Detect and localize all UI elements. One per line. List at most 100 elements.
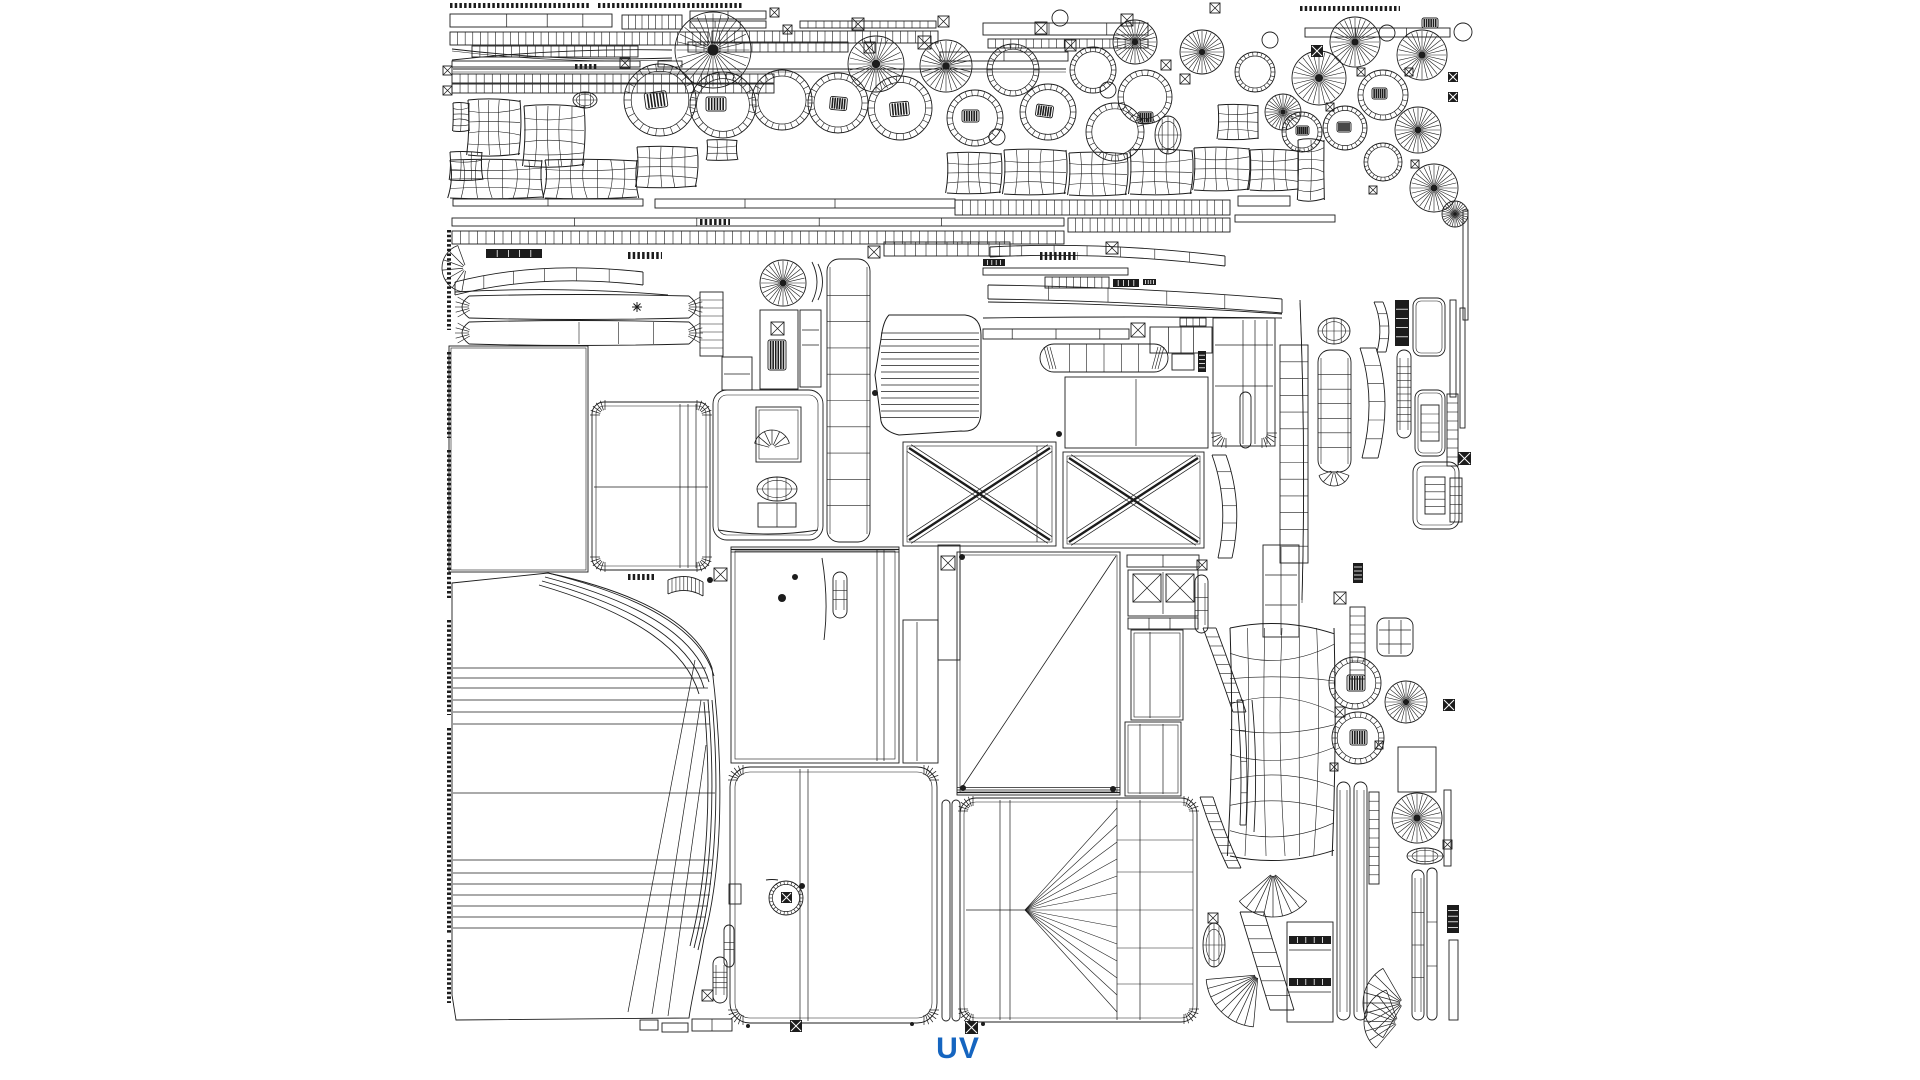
island-xbox bbox=[1448, 72, 1458, 82]
island-fanblob bbox=[1349, 729, 1368, 746]
island-panel bbox=[902, 619, 939, 764]
island-fanblob bbox=[1336, 121, 1352, 133]
island-wheel bbox=[1264, 93, 1302, 131]
island-wheel bbox=[1394, 106, 1442, 154]
island-bar bbox=[1443, 789, 1452, 867]
island-tread bbox=[1322, 105, 1368, 151]
island-band bbox=[1359, 347, 1386, 459]
island-xbox bbox=[1209, 2, 1221, 14]
island-vcapsule bbox=[941, 799, 951, 1022]
island-dbar bbox=[1353, 563, 1363, 583]
island-arc bbox=[987, 301, 1283, 315]
island-panel bbox=[721, 356, 753, 391]
island-dbar bbox=[1289, 978, 1331, 986]
island-wheel bbox=[759, 259, 807, 307]
island-hladder bbox=[451, 83, 775, 94]
island-mesh bbox=[945, 151, 1003, 195]
island-panel bbox=[1286, 921, 1334, 1023]
island-band bbox=[454, 267, 644, 296]
island-tread bbox=[1357, 69, 1409, 121]
island-vcapsule bbox=[1239, 391, 1252, 449]
island-wheel bbox=[919, 39, 973, 93]
island-blobgrid bbox=[572, 91, 598, 109]
island-arc bbox=[1251, 699, 1257, 833]
island-vcapsule bbox=[1353, 781, 1368, 1021]
island-xbox bbox=[1329, 762, 1339, 772]
island-xbox bbox=[1442, 839, 1453, 850]
island-xbox bbox=[701, 989, 714, 1002]
island-bar bbox=[728, 883, 742, 905]
island-capsule bbox=[1039, 343, 1169, 373]
island-vladder bbox=[1349, 606, 1366, 680]
island-tread bbox=[623, 63, 697, 137]
island-bar bbox=[451, 60, 641, 68]
island-bar bbox=[982, 267, 1129, 276]
island-vcapsule bbox=[1336, 781, 1351, 1021]
island-dbar bbox=[1143, 279, 1156, 285]
island-circle bbox=[1261, 31, 1279, 49]
island-arc bbox=[451, 48, 673, 62]
island-fanblob bbox=[829, 96, 848, 111]
island-xpanel bbox=[902, 441, 1057, 547]
island-panel bbox=[956, 551, 1121, 796]
island-panel bbox=[1376, 617, 1414, 657]
island-bar bbox=[1449, 299, 1457, 398]
island-wheel bbox=[1179, 29, 1225, 75]
island-xbox bbox=[1356, 67, 1366, 77]
island-arc bbox=[765, 879, 779, 881]
island-tread bbox=[768, 880, 804, 916]
island-panel bbox=[1262, 544, 1300, 638]
island-xbox bbox=[851, 17, 865, 31]
island-hladder bbox=[449, 31, 709, 46]
island-dbar bbox=[1289, 936, 1331, 944]
island-dbar bbox=[1447, 905, 1459, 933]
island-tread bbox=[751, 69, 813, 131]
island-vladder bbox=[1446, 393, 1459, 467]
island-bar bbox=[654, 198, 956, 209]
island-mesh bbox=[1226, 622, 1336, 862]
island-band bbox=[1239, 911, 1295, 1011]
island-xbox bbox=[781, 892, 792, 903]
island-arc bbox=[454, 289, 669, 296]
island-hladder bbox=[621, 14, 683, 30]
island-hladder bbox=[1179, 317, 1207, 327]
island-mesh bbox=[1248, 148, 1299, 192]
island-xbox bbox=[1165, 573, 1195, 603]
island-dot bbox=[910, 1022, 914, 1026]
island-hladder bbox=[1044, 276, 1110, 289]
island-fan bbox=[1362, 968, 1402, 1038]
island-bar bbox=[1237, 195, 1291, 207]
island-vladder bbox=[1420, 404, 1440, 442]
island-fanblob bbox=[889, 100, 910, 118]
island-bar bbox=[1448, 939, 1459, 1021]
island-wheel bbox=[1409, 163, 1459, 213]
island-arc bbox=[1299, 299, 1305, 604]
island-vladder bbox=[1424, 476, 1446, 515]
island-xbox bbox=[1410, 159, 1420, 169]
island-xbox bbox=[1448, 92, 1458, 102]
island-arc bbox=[811, 261, 818, 303]
island-xbox bbox=[619, 57, 631, 69]
island-panel bbox=[1211, 317, 1277, 448]
island-wheel bbox=[674, 11, 752, 89]
island-mesh bbox=[1216, 103, 1259, 141]
island-panel bbox=[730, 546, 900, 764]
island-dot bbox=[746, 1024, 750, 1028]
island-panel bbox=[1414, 389, 1446, 457]
island-mesh bbox=[1001, 148, 1068, 196]
island-tread bbox=[986, 43, 1040, 97]
island-mesh bbox=[452, 101, 470, 133]
island-bowband bbox=[455, 294, 703, 320]
island-tread bbox=[1363, 142, 1403, 182]
island-vcapsule bbox=[712, 956, 728, 1004]
island-fanblob bbox=[961, 109, 980, 123]
island-panel bbox=[712, 389, 824, 541]
island-circle bbox=[988, 128, 1006, 146]
uv-map-label: UV bbox=[936, 1032, 980, 1065]
island-bar bbox=[1234, 214, 1336, 223]
island-panel bbox=[937, 544, 961, 661]
island-hladder bbox=[1067, 217, 1231, 233]
island-wheel bbox=[1396, 29, 1448, 81]
island-dbar bbox=[983, 259, 1005, 266]
